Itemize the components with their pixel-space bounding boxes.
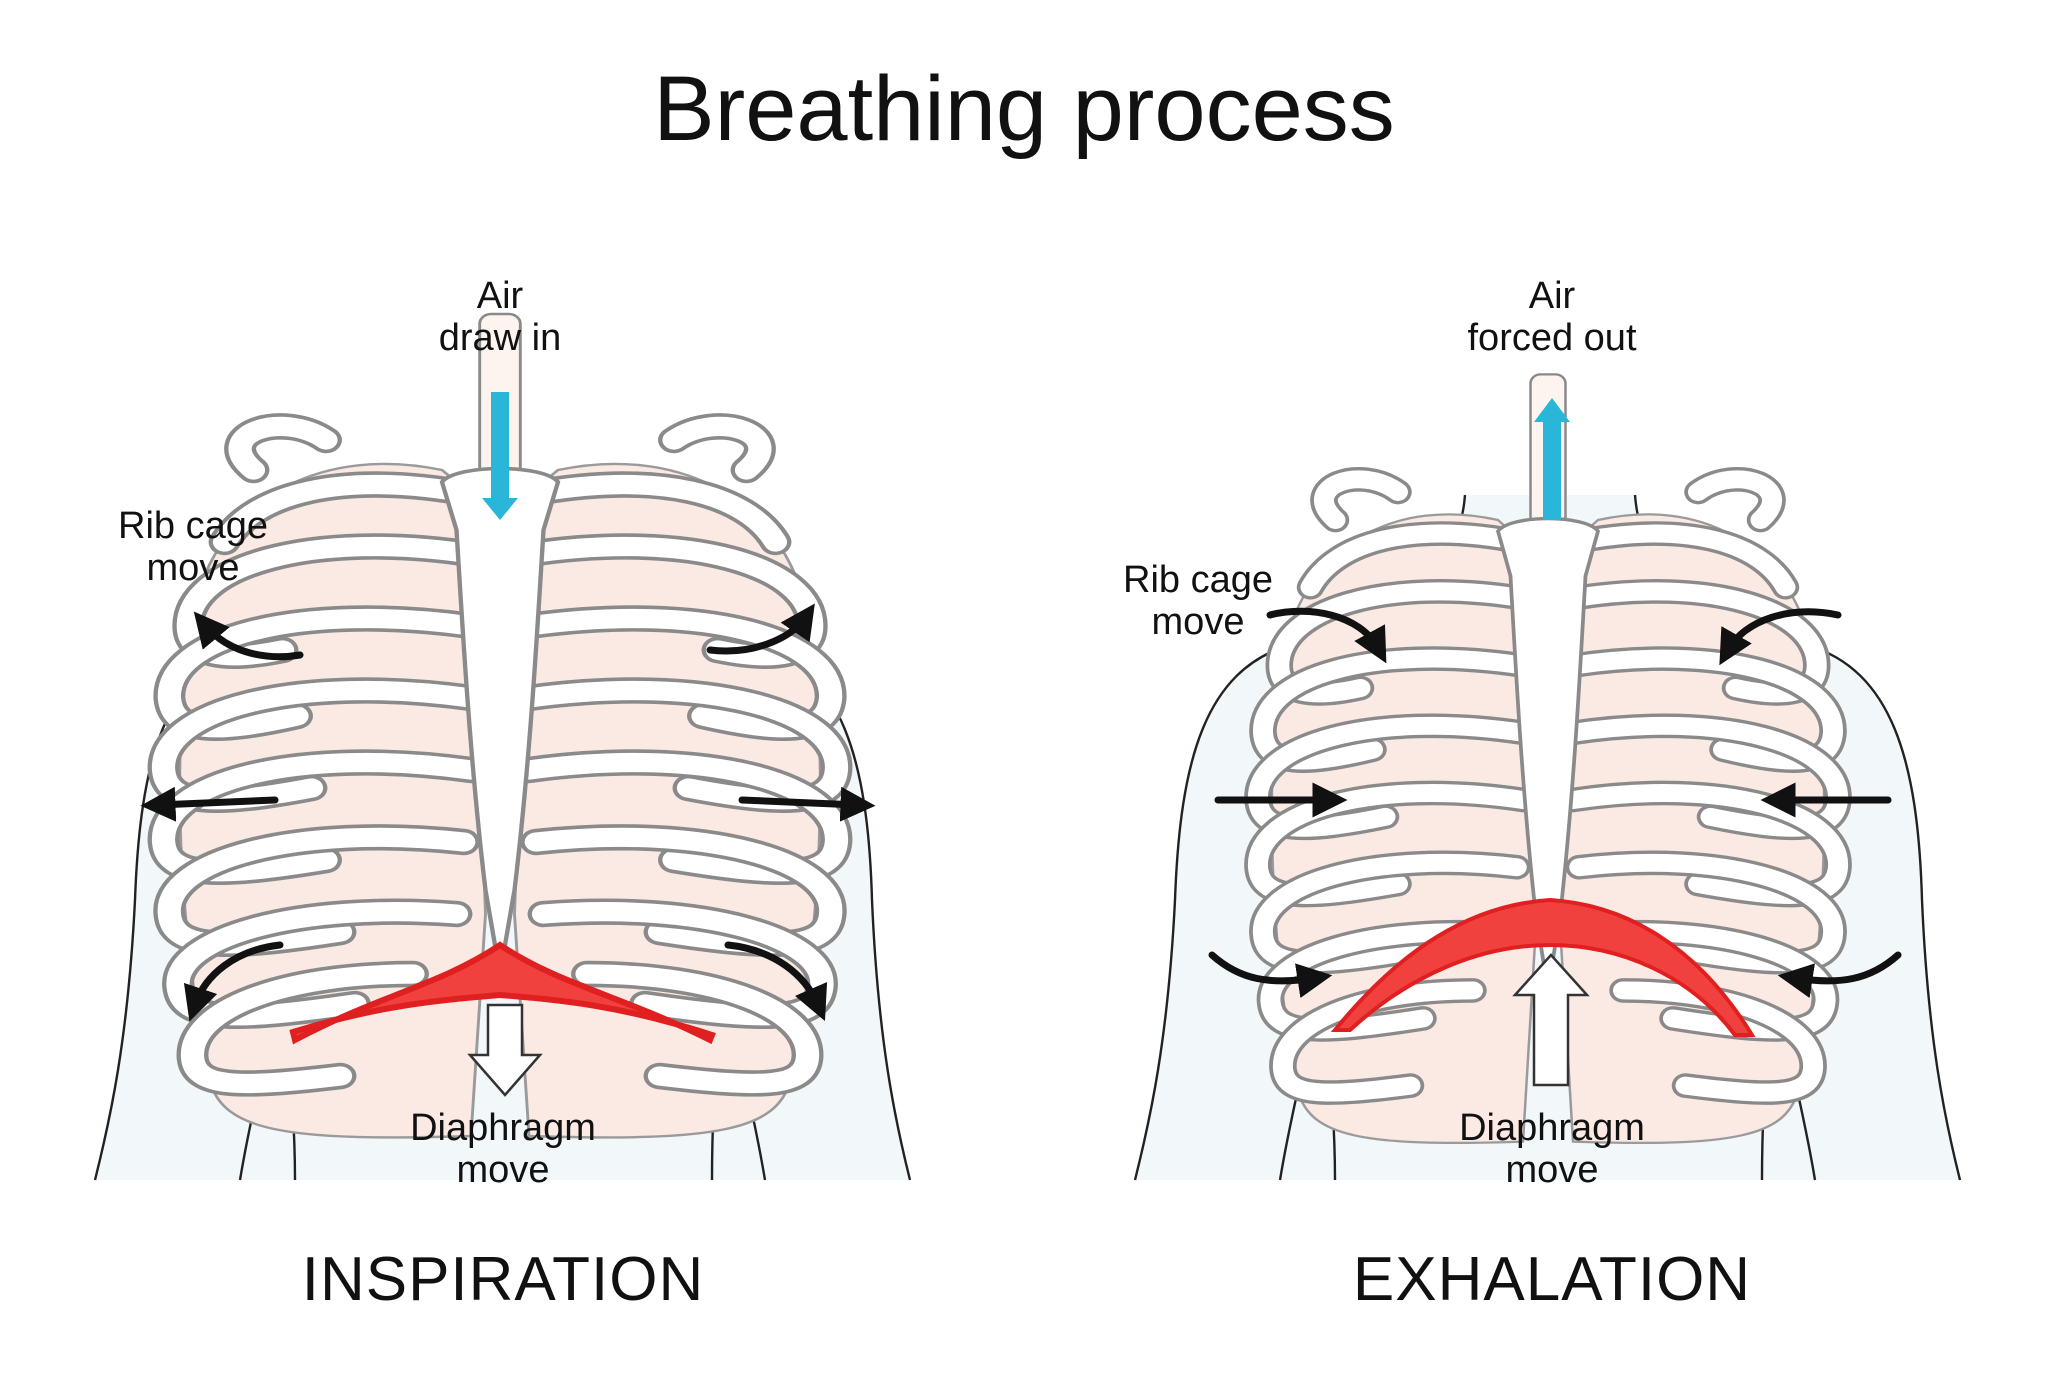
exhalation-heading: EXHALATION: [1353, 1245, 1751, 1314]
exhalation-rib-label-line1: Rib cage: [1123, 559, 1273, 601]
inspiration-panel: Air draw in Rib cage move Diaphragm move…: [93, 275, 912, 1314]
exhalation-panel: Air forced out Rib cage move Diaphragm m…: [1123, 275, 1962, 1314]
inspiration-air-label-line2: draw in: [439, 317, 562, 359]
inspiration-rib-arrow-upper-right: [706, 603, 815, 655]
exhalation-diaphragm-label-line1: Diaphragm: [1459, 1107, 1645, 1149]
exhalation-rib-arrow-upper-left: [1266, 607, 1387, 664]
inspiration-diaphragm-label-line2: move: [457, 1149, 550, 1191]
inspiration-rib-label-line1: Rib cage: [118, 505, 268, 547]
inspiration-rib-arrow-upper-left: [193, 611, 304, 661]
exhalation-rib-arrow-low-left: [1208, 951, 1333, 998]
exhalation-air-label-line2: forced out: [1468, 317, 1637, 359]
inspiration-rib-arrow-low-left: [183, 941, 284, 1022]
diagram-title: Breathing process: [653, 58, 1395, 160]
inspiration-air-arrow: [482, 392, 518, 520]
inspiration-rib-arrow-mid-right: [738, 786, 876, 822]
inspiration-diaphragm-label-line1: Diaphragm: [410, 1107, 596, 1149]
inspiration-rib-arrow-low-right: [724, 941, 828, 1022]
inspiration-rib-arrow-mid-left: [140, 786, 279, 822]
exhalation-rib-arrow-low-right: [1777, 951, 1902, 998]
exhalation-air-label-line1: Air: [1529, 275, 1576, 317]
inspiration-rib-label-line2: move: [147, 547, 240, 589]
exhalation-rib-label-line2: move: [1152, 601, 1245, 643]
inspiration-diaphragm-arrow: [467, 1003, 543, 1097]
exhalation-rib-arrow-upper-right: [1719, 608, 1842, 666]
exhalation-diaphragm: [1330, 897, 1756, 1037]
inspiration-heading: INSPIRATION: [302, 1245, 705, 1314]
exhalation-diaphragm-label-line2: move: [1506, 1149, 1599, 1191]
inspiration-diaphragm: [289, 941, 716, 1045]
exhalation-diaphragm-arrow: [1512, 953, 1590, 1087]
exhalation-air-arrow: [1534, 398, 1570, 520]
inspiration-air-label-line1: Air: [477, 275, 524, 317]
